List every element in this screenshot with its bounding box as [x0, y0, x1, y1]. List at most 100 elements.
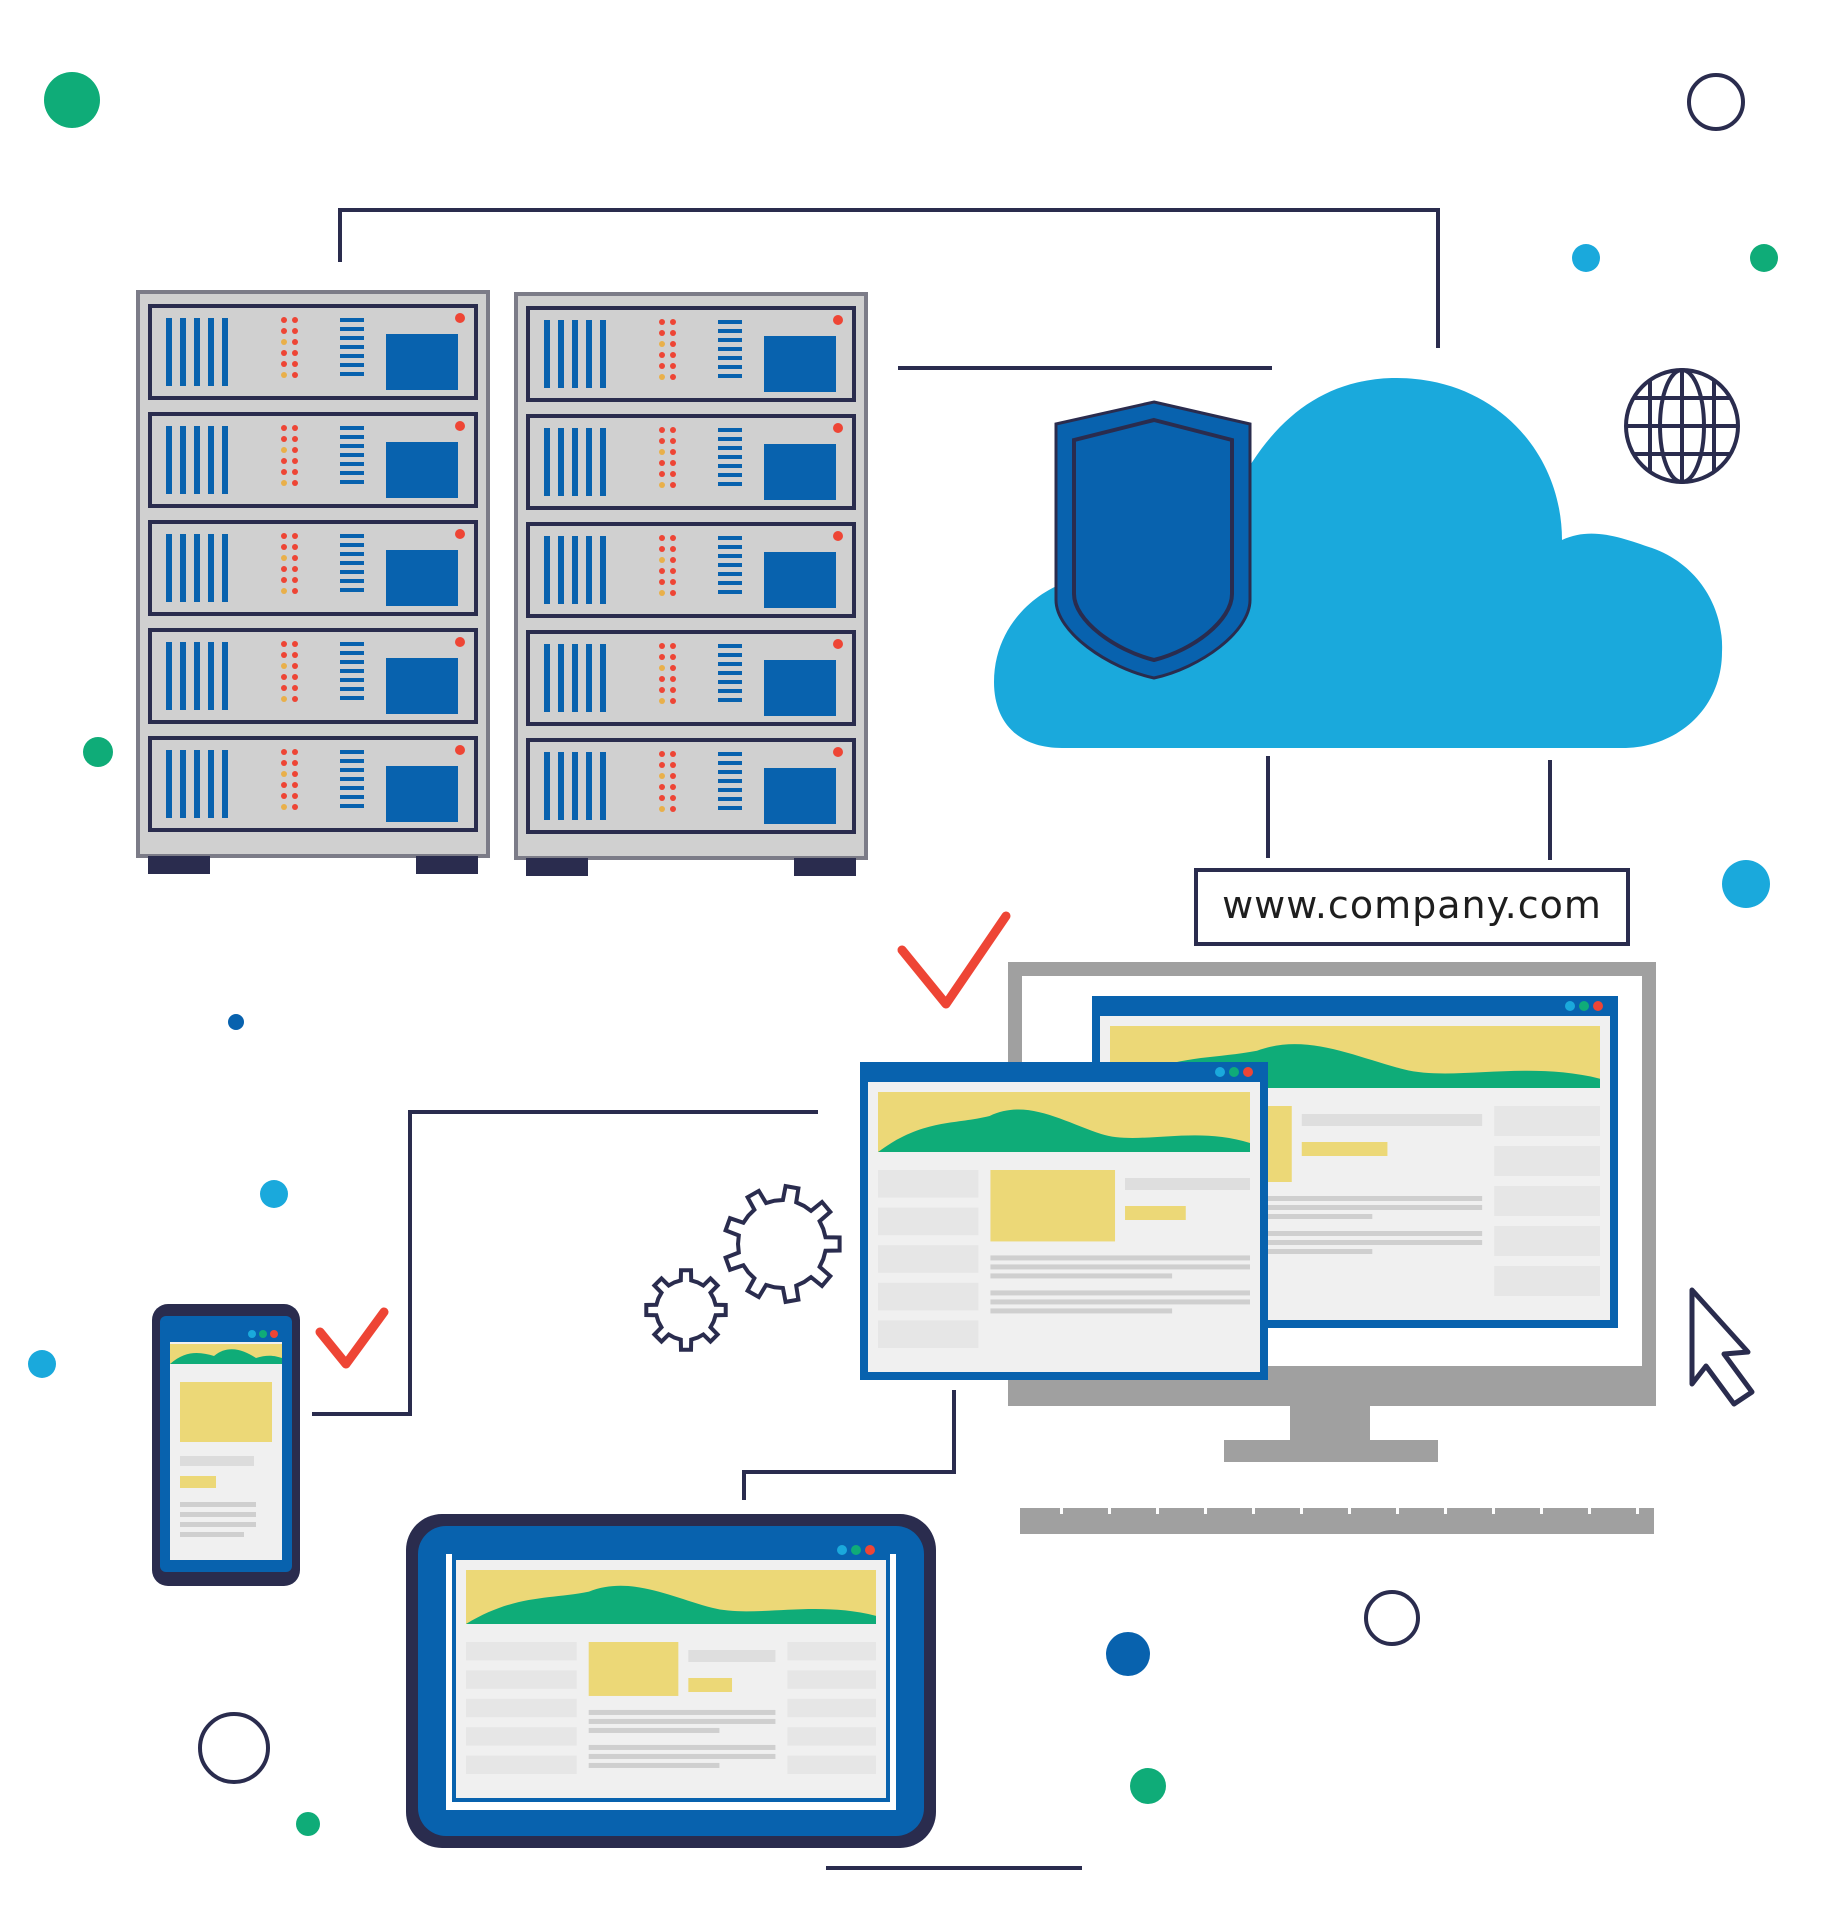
status-led [281, 447, 287, 453]
dot-green [296, 1812, 320, 1836]
status-led [670, 535, 676, 541]
status-led [292, 447, 298, 453]
dot-sky [260, 1180, 288, 1208]
status-led [670, 579, 676, 585]
drive-slot [340, 669, 364, 673]
status-led [292, 339, 298, 345]
display-panel [764, 336, 836, 392]
display-panel [386, 442, 458, 498]
status-led [659, 460, 665, 466]
status-led [670, 643, 676, 649]
content-text-line [990, 1308, 1173, 1314]
rack-foot [148, 856, 210, 874]
status-led [670, 762, 676, 768]
dot-green [1130, 1768, 1166, 1804]
content-button [688, 1678, 733, 1692]
status-led [670, 751, 676, 757]
display-panel [386, 658, 458, 714]
phone-banner-wave [170, 1349, 282, 1364]
status-led [292, 804, 298, 810]
status-led [659, 427, 665, 433]
status-led [292, 544, 298, 550]
vent-bar [180, 426, 186, 494]
drive-slot [718, 554, 742, 558]
keyboard-key [1636, 1508, 1639, 1514]
gear-icon [644, 1183, 842, 1352]
power-led [833, 423, 843, 433]
sidebar-block [787, 1727, 876, 1746]
status-led [281, 425, 287, 431]
rack-foot [526, 858, 588, 876]
status-led [659, 687, 665, 693]
status-led [281, 804, 287, 810]
vent-bar [600, 320, 606, 388]
keyboard-key [1540, 1508, 1543, 1514]
status-led [292, 793, 298, 799]
vent-bar [166, 318, 172, 386]
drive-slot [718, 329, 742, 333]
content-title-line [1125, 1178, 1250, 1190]
drive-slot [340, 318, 364, 322]
status-led [281, 350, 287, 356]
drive-slot [340, 372, 364, 376]
sidebar-block [466, 1727, 577, 1746]
drive-slot [718, 590, 742, 594]
status-led [670, 546, 676, 552]
keyboard-key [1252, 1508, 1255, 1514]
vent-bar [544, 644, 550, 712]
status-led [281, 685, 287, 691]
status-led [292, 760, 298, 766]
window-dot [837, 1545, 847, 1555]
status-led [292, 696, 298, 702]
drive-slot [718, 473, 742, 477]
window-dot [1229, 1067, 1239, 1077]
vent-bar [586, 320, 592, 388]
drive-slot [718, 464, 742, 468]
drive-slot [340, 471, 364, 475]
server-unit [526, 306, 856, 402]
phone-button-block [180, 1476, 216, 1488]
keyboard-key [1204, 1508, 1207, 1514]
window-dot [1243, 1067, 1253, 1077]
drive-slot [718, 698, 742, 702]
drive-slot [340, 588, 364, 592]
dot-sky [28, 1350, 56, 1378]
power-led [455, 529, 465, 539]
sidebar-block [878, 1245, 979, 1273]
display-panel [386, 766, 458, 822]
window-dot [1565, 1001, 1575, 1011]
window-dot [865, 1545, 875, 1555]
status-led [281, 555, 287, 561]
status-led [281, 749, 287, 755]
drive-slot [340, 462, 364, 466]
phone-text-line [180, 1456, 254, 1466]
vent-bar [208, 426, 214, 494]
content-title-line [1301, 1114, 1483, 1126]
content-image [588, 1642, 679, 1696]
vent-bar [180, 642, 186, 710]
vent-bar [194, 426, 200, 494]
vent-bar [194, 642, 200, 710]
rack-foot [794, 858, 856, 876]
content-text-line [588, 1709, 776, 1715]
sidebar-block [1494, 1226, 1600, 1256]
status-led [659, 557, 665, 563]
status-led [281, 696, 287, 702]
status-led [292, 771, 298, 777]
vent-bar [600, 536, 606, 604]
power-led [455, 313, 465, 323]
sidebar-block [1494, 1186, 1600, 1216]
status-led [292, 685, 298, 691]
status-led [292, 533, 298, 539]
status-led [659, 590, 665, 596]
window-dot-green [259, 1330, 267, 1338]
status-led [670, 654, 676, 660]
drive-slot [718, 374, 742, 378]
window-dot [1593, 1001, 1603, 1011]
keyboard-keys [1060, 1508, 1639, 1514]
drive-slot [340, 444, 364, 448]
sidebar-block [787, 1670, 876, 1689]
status-led [281, 480, 287, 486]
display-panel [764, 768, 836, 824]
drive-slot [340, 534, 364, 538]
